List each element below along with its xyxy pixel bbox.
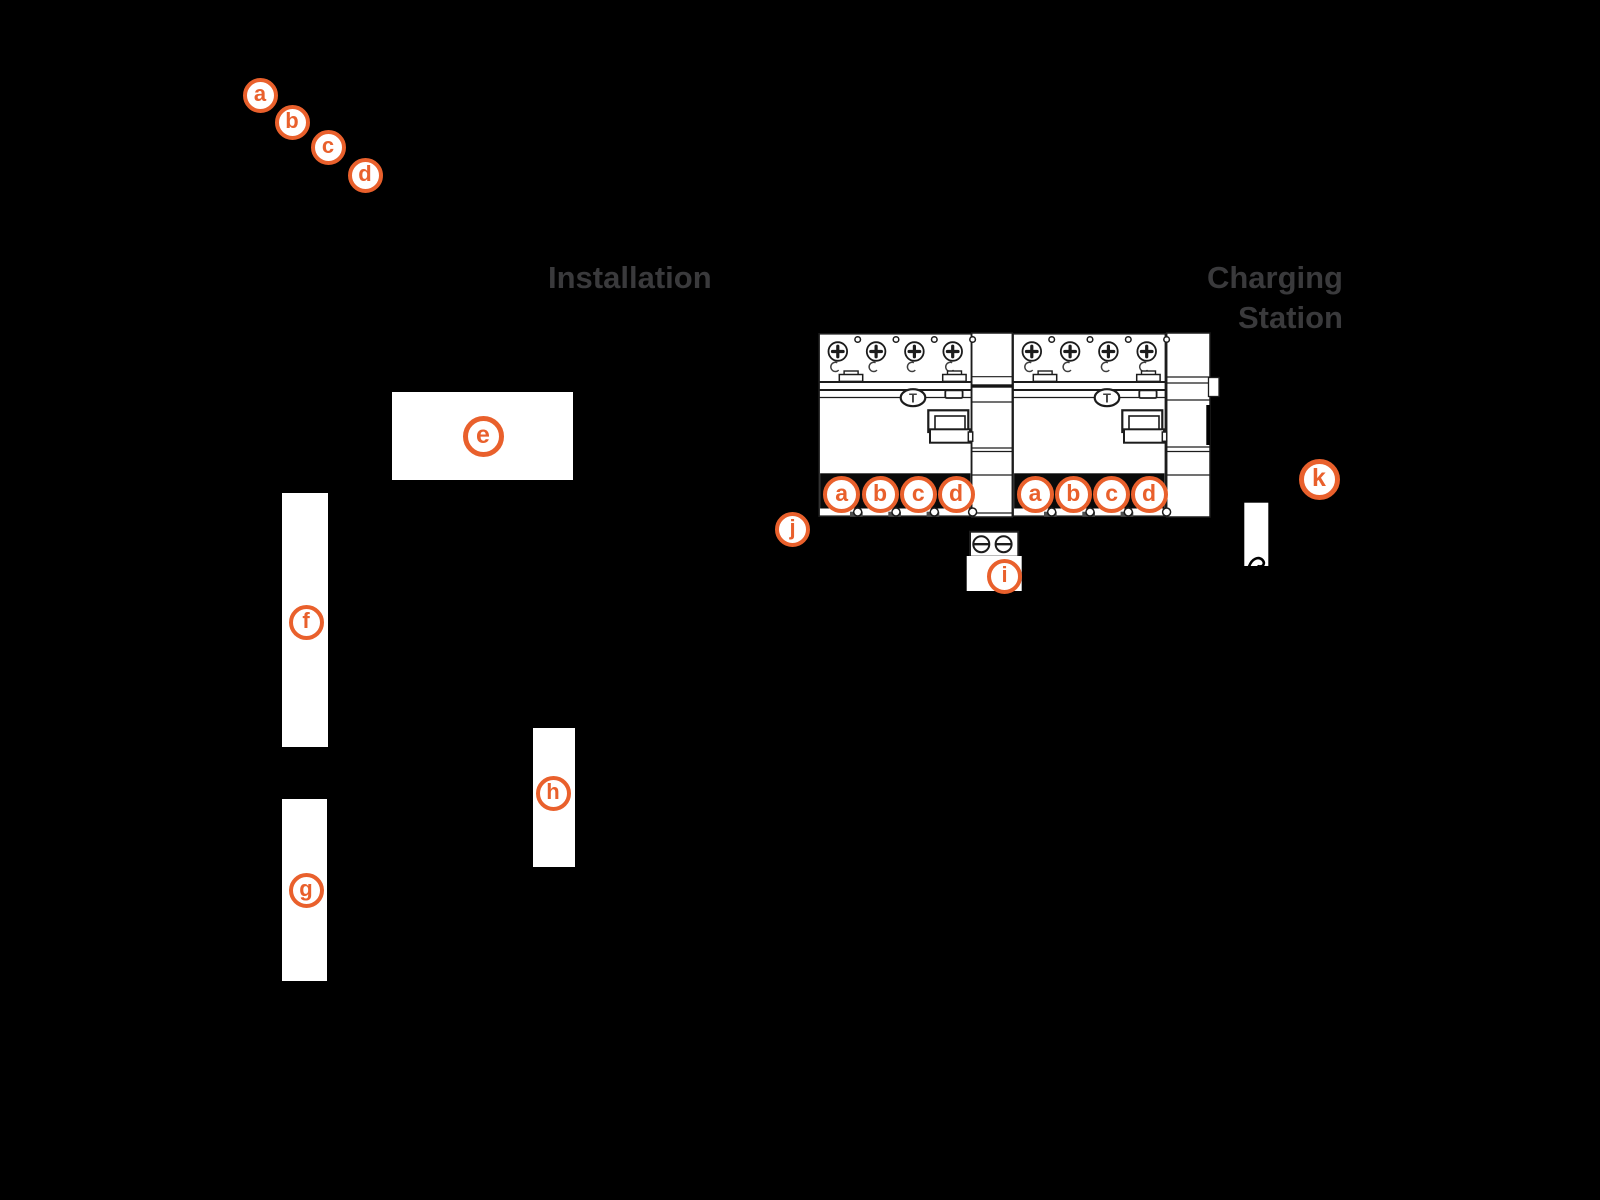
rcd-left-terminal-b: b <box>861 475 899 513</box>
rcd-right-terminal-b: b <box>1054 475 1092 513</box>
din-rail-marker: j <box>775 511 810 547</box>
breaker-assembly-drawing: T <box>816 332 1269 591</box>
rcd-left-terminal-c: c <box>899 475 937 513</box>
charging-station-title-line1: Charging <box>1206 260 1343 295</box>
terminal-block-marker: i <box>987 558 1022 594</box>
installation-title: Installation <box>548 260 712 295</box>
label-marker-e: e <box>462 416 504 457</box>
charging-station-title-line2: Station <box>1237 300 1343 335</box>
rcd-left-terminal-a: a <box>823 475 861 513</box>
label-marker-f: f <box>288 604 324 640</box>
rcd-right-terminal-c: c <box>1093 475 1131 513</box>
charging-station-title: Charging Station <box>1207 258 1343 338</box>
wire-marker-d: d <box>347 157 383 193</box>
label-marker-g: g <box>288 872 324 908</box>
wire-marker-b: b <box>274 104 310 140</box>
wire-marker-a: a <box>242 77 278 113</box>
rcd-right-terminal-d: d <box>1130 475 1168 513</box>
rcd-left-terminal-d: d <box>937 475 975 513</box>
label-marker-h: h <box>535 775 571 811</box>
rcd-right-terminal-a: a <box>1016 475 1054 513</box>
end-column-right <box>1165 332 1220 518</box>
charging-cable-marker: k <box>1298 458 1340 500</box>
wire-marker-c: c <box>310 129 346 165</box>
charging-cable-icon <box>1244 502 1269 568</box>
busbar-column-middle <box>970 332 1014 518</box>
